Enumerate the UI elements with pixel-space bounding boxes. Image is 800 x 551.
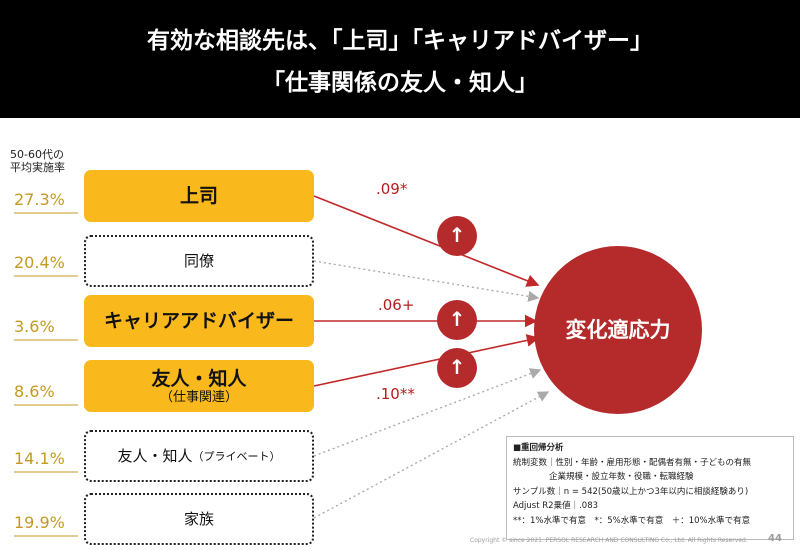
up-arrow-icon: ↑ (437, 216, 477, 256)
title-line-2: 「仕事関係の友人・知人」 (262, 70, 538, 96)
regression-legend: ■重回帰分析 統制変数｜性別・年齢・雇用形態・配偶者有無・子どもの有無 企業規模… (506, 436, 794, 540)
connector-friends-private (313, 368, 542, 457)
coef-career-advisor: .06+ (378, 296, 415, 314)
source-box-douryou: 同僚 (84, 235, 314, 287)
connector-friends-work (313, 334, 540, 387)
page-number: 44 (768, 533, 782, 544)
pct-joushi: 27.3% (14, 190, 65, 209)
source-sublabel: （仕事関連） (159, 389, 238, 405)
legend-line: サンプル数｜n = 542(50歳以上かつ3年以内に相談経験あり) (513, 486, 749, 497)
header-banner: 有効な相談先は、「上司」「キャリアドバイザー」 「仕事関係の友人・知人」 (0, 0, 800, 118)
legend-line: 統制変数｜性別・年齢・雇用形態・配偶者有無・子どもの有無 (513, 457, 752, 468)
source-box-joushi: 上司 (84, 170, 314, 222)
pct-friends-private: 14.1% (14, 449, 65, 468)
target-circle: 変化適応力 (534, 246, 702, 414)
connector-joushi (313, 195, 540, 287)
pct-friends-work: 8.6% (14, 382, 55, 401)
source-box-career-advisor: キャリアアドバイザー (84, 295, 314, 347)
copyright: Copyright © since 2021. PERSOL RESEARCH … (470, 537, 748, 544)
side-label-line-1: 50-60代の (10, 148, 64, 161)
title-line-1: 有効な相談先は、「上司」「キャリアドバイザー」 (147, 28, 653, 54)
source-box-friends-work: 友人・知人 （仕事関連） (84, 360, 314, 412)
source-box-friends-private: 友人・知人（プライベート） (84, 430, 314, 482)
source-label: 上司 (179, 185, 218, 207)
side-label-line-2: 平均実施率 (10, 161, 65, 174)
connector-family (313, 391, 550, 519)
coef-friends-work: .10** (376, 385, 415, 403)
source-label: 友人・知人 (151, 367, 247, 390)
legend-title: ■重回帰分析 (513, 443, 564, 453)
coef-joushi: .09* (376, 180, 408, 198)
legend-line: **：1%水準で有意 *：5%水準で有意 ＋：10%水準で有意 (513, 515, 751, 526)
pct-career-advisor: 3.6% (14, 317, 55, 336)
pct-family: 19.9% (14, 513, 65, 532)
connector-douryou (313, 260, 540, 302)
source-sublabel: （プライベート） (192, 449, 281, 463)
up-arrow-icon: ↑ (437, 348, 477, 388)
up-arrow-icon: ↑ (437, 300, 477, 340)
source-label: 同僚 (183, 252, 214, 270)
source-label: 家族 (183, 510, 214, 528)
side-label: 50-60代の 平均実施率 (10, 148, 65, 174)
source-box-family: 家族 (84, 493, 314, 545)
source-label: 友人・知人 (117, 447, 193, 465)
pct-douryou: 20.4% (14, 253, 65, 272)
source-label: キャリアアドバイザー (103, 310, 294, 332)
legend-line: Adjust R2乗値｜.083 (513, 501, 599, 511)
legend-line: 企業規模・設立年数・役職・転職経験 (549, 472, 694, 482)
